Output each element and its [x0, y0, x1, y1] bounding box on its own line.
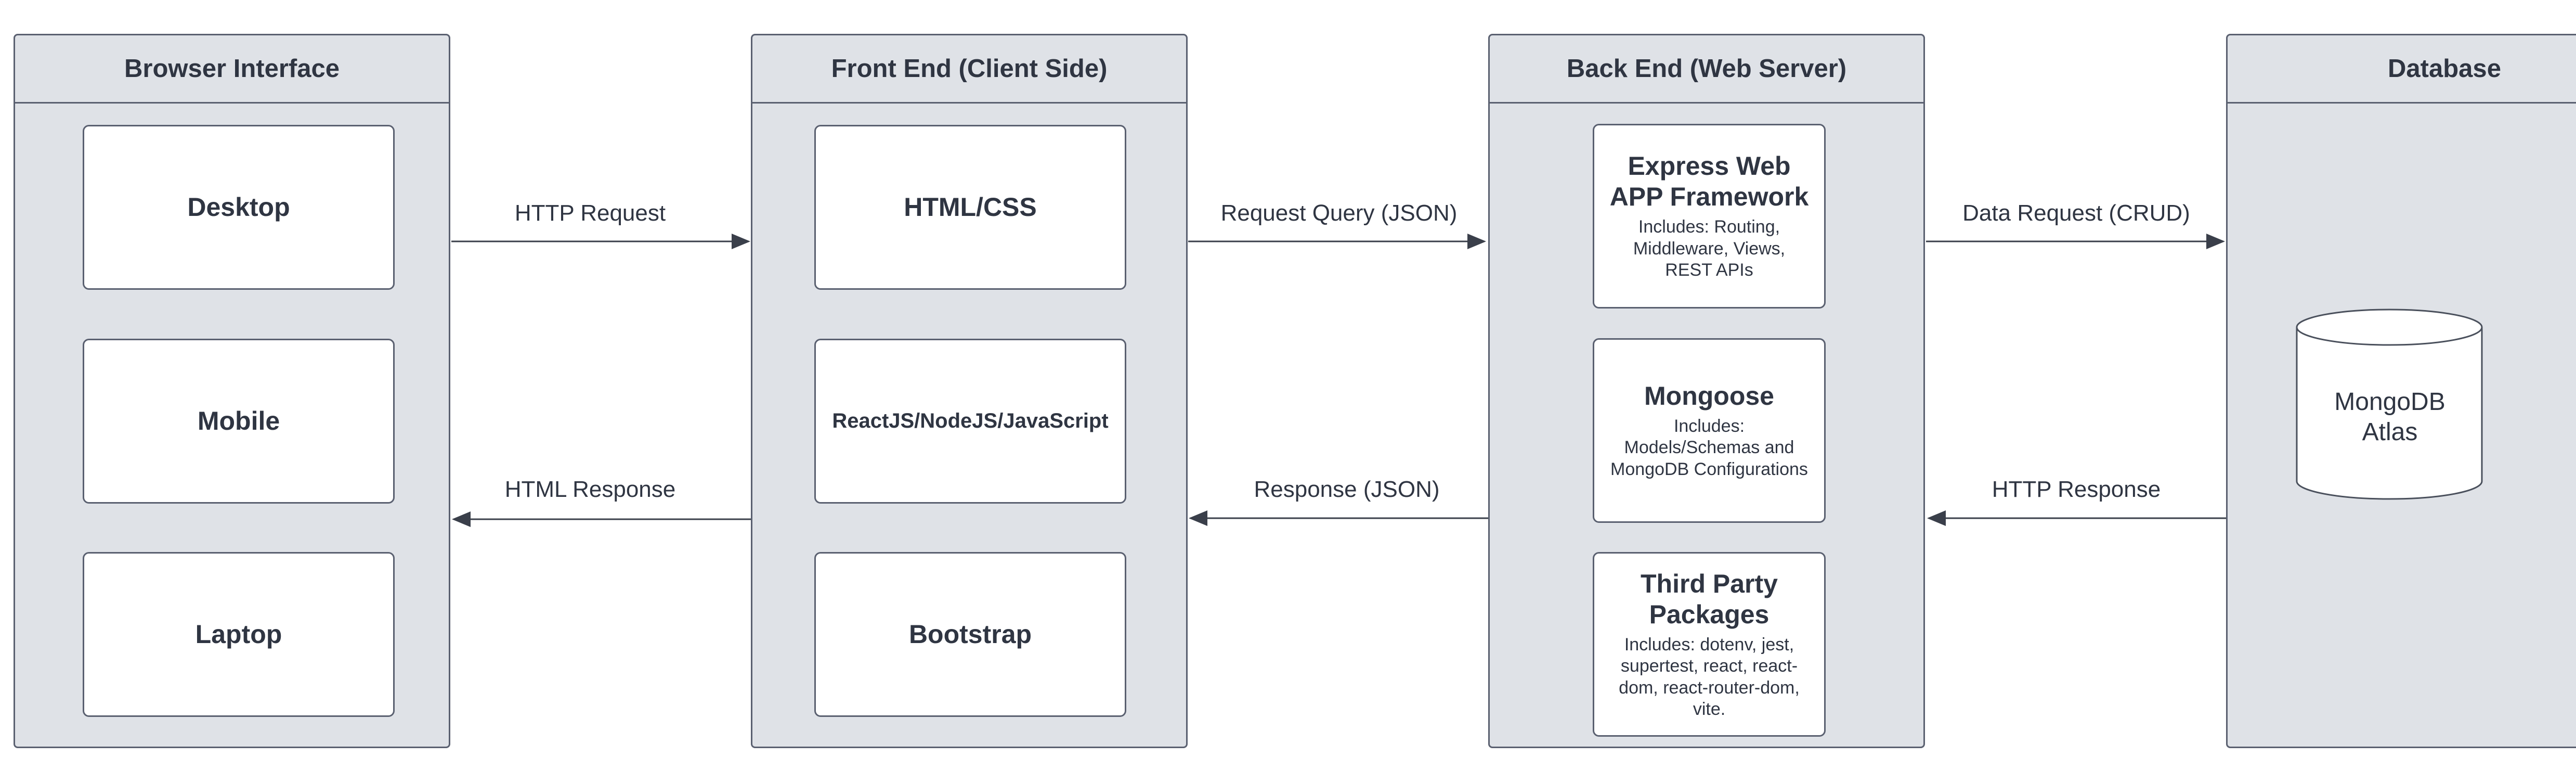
- card-mobile: Mobile: [83, 339, 395, 504]
- label-data-request: Data Request (CRUD): [1962, 200, 2190, 226]
- label-http-request: HTTP Request: [514, 200, 666, 226]
- lane-title: Database: [2228, 35, 2576, 104]
- database-label-line2: Atlas: [2362, 418, 2418, 446]
- card-title: Bootstrap: [908, 620, 1032, 649]
- card-note: Includes: Models/Schemas and MongoDB Con…: [1610, 416, 1808, 479]
- card-mongoose: Mongoose Includes: Models/Schemas and Mo…: [1593, 338, 1826, 523]
- database-label-line1: MongoDB: [2334, 388, 2445, 416]
- card-title: Desktop: [187, 192, 290, 222]
- card-title: ReactJS/NodeJS/JavaScript: [832, 409, 1109, 432]
- label-http-response: HTTP Response: [1992, 477, 2161, 502]
- label-html-response: HTML Response: [504, 477, 676, 502]
- database-cylinder-icon: [2296, 309, 2483, 500]
- card-title: Third Party Packages: [1641, 569, 1778, 629]
- lane-title: Front End (Client Side): [752, 35, 1186, 104]
- card-third-party: Third Party Packages Includes: dotenv, j…: [1593, 552, 1826, 737]
- lane-title: Back End (Web Server): [1490, 35, 1923, 104]
- card-note: Includes: Routing, Middleware, Views, RE…: [1633, 217, 1786, 280]
- card-note: Includes: dotenv, jest, supertest, react…: [1619, 634, 1800, 719]
- database-label: MongoDB Atlas: [2295, 387, 2484, 447]
- card-title: Mobile: [197, 406, 280, 435]
- card-title: Mongoose: [1644, 381, 1774, 410]
- lane-front-end: Front End (Client Side) HTML/CSS ReactJS…: [751, 34, 1188, 748]
- card-express: Express Web APP Framework Includes: Rout…: [1593, 124, 1826, 309]
- lane-browser-interface: Browser Interface Desktop Mobile Laptop: [14, 34, 450, 748]
- card-laptop: Laptop: [83, 552, 395, 717]
- lane-back-end: Back End (Web Server) Express Web APP Fr…: [1488, 34, 1925, 748]
- card-title: HTML/CSS: [904, 192, 1037, 222]
- card-title: Express Web APP Framework: [1609, 151, 1809, 212]
- card-title: Laptop: [195, 620, 282, 649]
- card-react-node-js: ReactJS/NodeJS/JavaScript: [814, 339, 1126, 504]
- lane-title: Browser Interface: [15, 35, 449, 104]
- card-html-css: HTML/CSS: [814, 125, 1126, 290]
- label-response-json: Response (JSON): [1254, 477, 1440, 502]
- card-desktop: Desktop: [83, 125, 395, 290]
- label-request-query: Request Query (JSON): [1220, 200, 1458, 226]
- card-bootstrap: Bootstrap: [814, 552, 1126, 717]
- lane-database: Database MongoDB Atlas: [2226, 34, 2576, 748]
